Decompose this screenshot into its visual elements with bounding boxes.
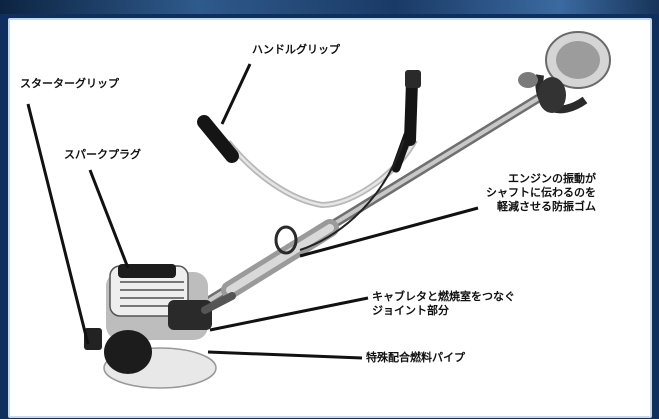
handle-grip-left <box>197 115 239 163</box>
leader-lines <box>26 63 479 360</box>
leader-carb-joint <box>209 296 369 332</box>
label-vibration-damper: エンジンの振動が シャフトに伝わるのを 軽減させる防振ゴム <box>486 172 596 213</box>
throttle-cable <box>299 139 405 251</box>
blade-assembly <box>518 31 611 114</box>
label-handle-grip: ハンドルグリップ <box>252 43 340 56</box>
label-starter-grip: スターターグリップ <box>20 77 119 90</box>
label-spark-plug: スパークプラグ <box>64 148 141 161</box>
label-fuel-pipe: 特殊配合燃料パイプ <box>366 351 465 364</box>
leader-spark-plug <box>88 169 130 269</box>
label-carb-joint: キャブレタと燃焼室をつなぐ ジョイント部分 <box>372 290 515 317</box>
leader-starter-grip <box>26 103 90 345</box>
leader-handle-grip <box>220 63 252 125</box>
throttle-grip <box>391 70 421 173</box>
vibration-damper-rubber <box>221 219 339 299</box>
leader-vibration-damper <box>299 206 479 258</box>
leader-fuel-pipe <box>207 350 363 360</box>
engine <box>84 264 236 389</box>
top-photo-strip <box>0 0 659 14</box>
